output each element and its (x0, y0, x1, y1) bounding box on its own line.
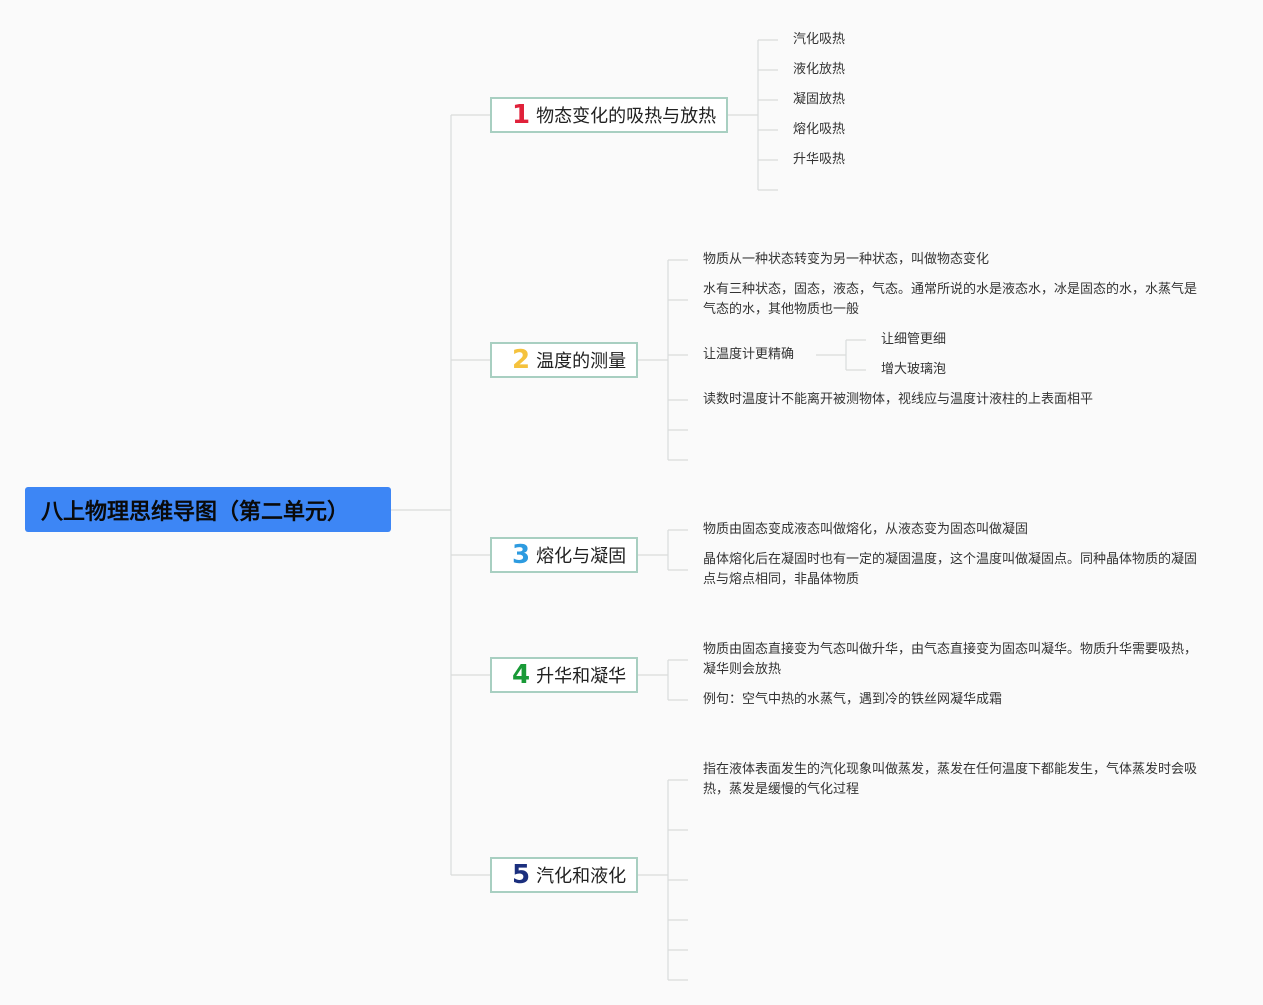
topic-2-leaf-4[interactable]: 读数时温度计不能离开被测物体，视线应与温度计液柱的上表面相平 (703, 392, 1094, 407)
topic-1-leaf-4[interactable]: 熔化吸热 (793, 122, 846, 137)
topic-1-number: 1 (512, 100, 531, 130)
topic-4-leaf-2[interactable]: 例句：空气中热的水蒸气，遇到冷的铁丝网凝华成霜 (703, 692, 1003, 707)
topic-2-leaf-1[interactable]: 物质从一种状态转变为另一种状态，叫做物态变化 (703, 252, 990, 267)
topic-2-subleaf-2[interactable]: 增大玻璃泡 (881, 362, 947, 377)
topic-5-number: 5 (512, 860, 531, 890)
topic-3-leaf-1[interactable]: 物质由固态变成液态叫做熔化，从液态变为固态叫做凝固 (703, 522, 1029, 537)
topic-2-subleaf-1[interactable]: 让细管更细 (881, 332, 947, 347)
topic-1[interactable]: 1 物态变化的吸热与放热 (490, 97, 728, 133)
topic-5[interactable]: 5 汽化和液化 (490, 857, 638, 893)
topic-4-leaf-1[interactable]: 物质由固态直接变为气态叫做升华，由气态直接变为固态叫凝华。物质升华需要吸热，凝华… (703, 642, 1198, 677)
topic-3[interactable]: 3 熔化与凝固 (490, 537, 638, 573)
topic-4-label: 升华和凝华 (536, 666, 627, 687)
topic-2[interactable]: 2 温度的测量 (490, 342, 638, 378)
topic-1-label: 物态变化的吸热与放热 (536, 106, 717, 127)
topic-3-leaf-2[interactable]: 晶体熔化后在凝固时也有一定的凝固温度，这个温度叫做凝固点。同种晶体物质的凝固点与… (703, 552, 1198, 587)
topic-2-leaf-3[interactable]: 让温度计更精确 (703, 347, 795, 362)
topic-2-leaf-2[interactable]: 水有三种状态，固态，液态，气态。通常所说的水是液态水，冰是固态的水，水蒸气是气态… (703, 282, 1198, 317)
topic-2-number: 2 (512, 345, 531, 375)
topic-1-leaf-2[interactable]: 液化放热 (793, 62, 846, 77)
topic-4[interactable]: 4 升华和凝华 (490, 657, 638, 693)
topic-1-leaf-5[interactable]: 升华吸热 (793, 152, 846, 167)
root-topic-label: 八上物理思维导图（第二单元） (41, 499, 350, 525)
topic-1-leaf-3[interactable]: 凝固放热 (793, 92, 846, 107)
topic-3-label: 熔化与凝固 (536, 546, 627, 567)
topic-2-label: 温度的测量 (536, 351, 627, 372)
topic-1-leaf-1[interactable]: 汽化吸热 (793, 32, 846, 47)
topic-5-label: 汽化和液化 (536, 866, 627, 887)
topic-4-number: 4 (512, 660, 531, 690)
topic-5-leaf-1[interactable]: 指在液体表面发生的汽化现象叫做蒸发，蒸发在任何温度下都能发生，气体蒸发时会吸热，… (703, 762, 1198, 797)
root-topic[interactable]: 八上物理思维导图（第二单元） (25, 487, 391, 532)
topic-3-number: 3 (512, 540, 531, 570)
